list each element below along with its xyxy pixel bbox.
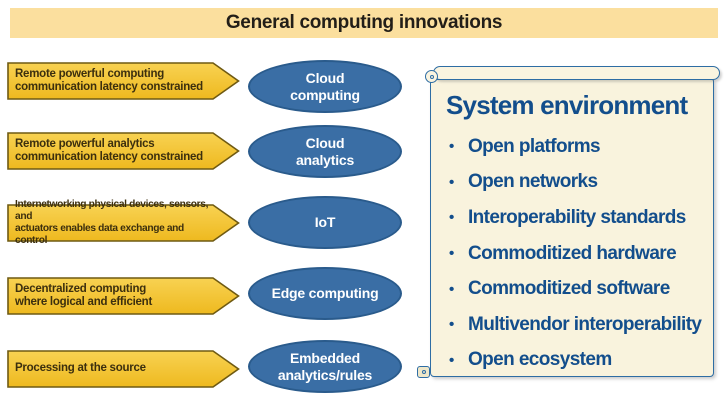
list-item: • Open networks (446, 165, 705, 201)
list-item: • Open platforms (446, 129, 705, 165)
panel-title: System environment (446, 90, 688, 120)
list-item-label: Open ecosystem (468, 349, 612, 371)
bullet-icon: • (449, 138, 454, 156)
arrow-shape (7, 204, 240, 242)
arrow-label: Remote powerful computing communication … (15, 62, 217, 100)
node-embedded-analytics: Embedded analytics/rules (248, 340, 402, 393)
arrow-text-line2: where logical and efficient (15, 296, 153, 308)
arrow-text-line2: communication latency constrained (15, 81, 203, 93)
arrow-text-line1: Remote powerful computing (15, 67, 164, 80)
arrow-remote-analytics: Remote powerful analytics communication … (7, 132, 240, 170)
arrow-text-line2: communication latency constrained (15, 151, 203, 163)
list-item: • Commoditized hardware (446, 236, 705, 272)
node-text-line2: analytics/rules (277, 366, 373, 383)
list-item-label: Interoperability standards (468, 206, 686, 228)
scroll-spiral-icon (425, 70, 438, 83)
arrow-text-line1: Processing at the source (15, 362, 146, 375)
arrow-text-line1: Remote powerful analytics (15, 137, 155, 150)
arrow-label: Decentralized computing where logical an… (15, 277, 217, 315)
list-item: • Interoperability standards (446, 200, 705, 236)
arrow-label: Remote powerful analytics communication … (15, 132, 217, 170)
list-item-label: Commoditized software (468, 278, 670, 300)
node-text-line1: Edge computing (271, 285, 379, 302)
node-text-line1: Cloud (305, 134, 345, 151)
title-banner: General computing innovations (10, 8, 718, 38)
arrow-shape (7, 277, 240, 315)
arrow-shape (7, 350, 240, 388)
scroll-bottom-curl-icon (417, 366, 430, 378)
node-text-line1: IoT (314, 214, 336, 231)
system-environment-panel: System environment • Open platforms • Op… (430, 79, 714, 377)
scroll-curl-inner (421, 370, 426, 374)
list-item: • Open ecosystem (446, 343, 705, 379)
arrow-internetworking: Internetworking physical devices, sensor… (7, 199, 240, 246)
diagram-title: General computing innovations (225, 12, 503, 33)
scroll-top-roll (433, 66, 720, 80)
arrow-shape (7, 132, 240, 170)
node-text-line2: computing (290, 86, 360, 103)
arrow-text-line1: Internetworking physical devices, sensor… (15, 199, 209, 223)
bullet-icon: • (449, 280, 454, 298)
node-cloud-analytics: Cloud analytics (248, 125, 402, 178)
node-edge-computing: Edge computing (248, 267, 402, 320)
node-text-line1: Embedded (290, 349, 360, 366)
list-item-label: Commoditized hardware (468, 242, 677, 264)
arrow-text-line1: Decentralized computing (15, 282, 146, 295)
arrow-text-line2: actuators enables data exchange and cont… (15, 223, 184, 246)
node-cloud-computing: Cloud computing (248, 60, 402, 113)
scroll-spiral-inner (429, 74, 434, 79)
node-iot: IoT (248, 196, 402, 249)
list-item-label: Multivendor interoperability (468, 313, 702, 335)
list-item: • Commoditized software (446, 271, 705, 307)
list-item: • Multivendor interoperability (446, 307, 705, 343)
panel-bullet-list: • Open platforms • Open networks • Inter… (446, 129, 705, 378)
bullet-icon: • (449, 351, 454, 369)
arrow-label: Processing at the source (15, 350, 217, 388)
bullet-icon: • (449, 209, 454, 227)
list-item-label: Open networks (468, 171, 598, 193)
arrow-shape (7, 62, 240, 100)
arrow-label: Internetworking physical devices, sensor… (15, 199, 217, 245)
arrow-processing-source: Processing at the source (7, 350, 240, 388)
arrow-decentralized: Decentralized computing where logical an… (7, 277, 240, 315)
bullet-icon: • (449, 316, 454, 334)
list-item-label: Open platforms (468, 135, 601, 157)
node-text-line1: Cloud (305, 69, 345, 86)
node-text-line2: analytics (295, 151, 355, 168)
arrow-remote-computing: Remote powerful computing communication … (7, 62, 240, 100)
bullet-icon: • (449, 173, 454, 191)
bullet-icon: • (449, 245, 454, 263)
